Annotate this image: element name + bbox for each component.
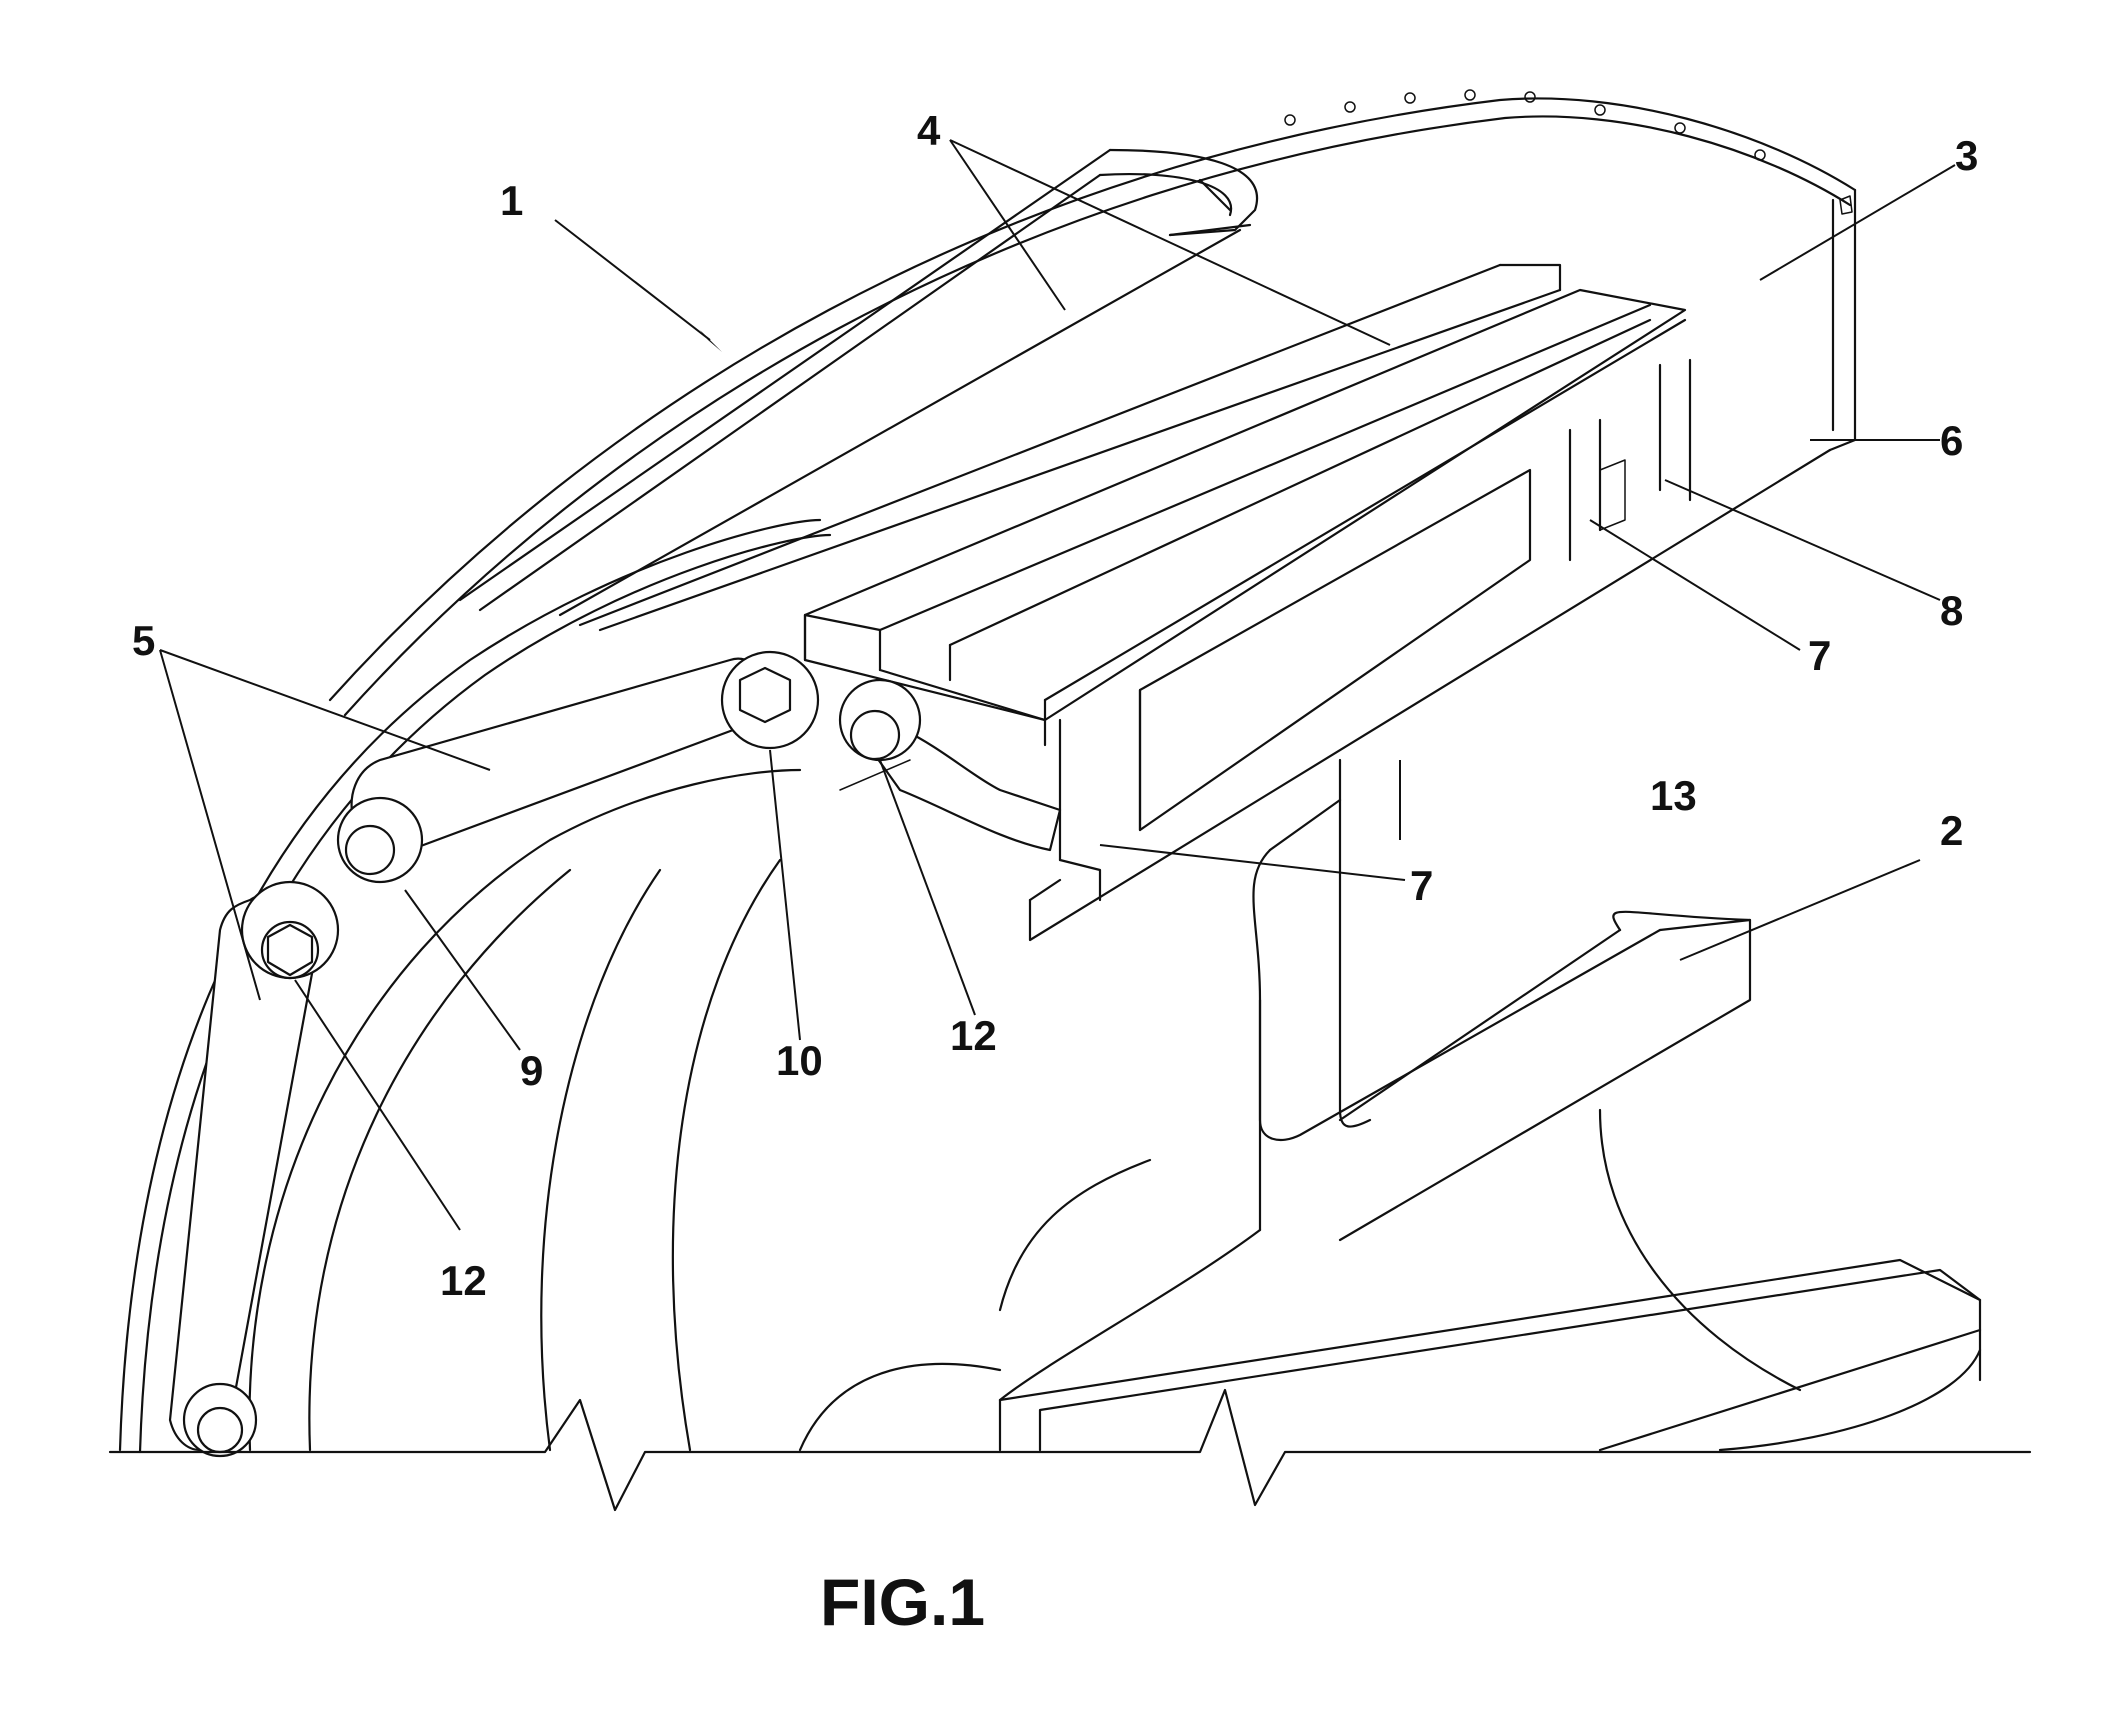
inner-arcs bbox=[249, 770, 800, 1450]
label-7-upper: 7 bbox=[1808, 632, 1831, 679]
label-13: 13 bbox=[1650, 772, 1697, 819]
label-12-left: 12 bbox=[440, 1257, 487, 1304]
label-5: 5 bbox=[132, 617, 155, 664]
label-3: 3 bbox=[1955, 132, 1978, 179]
label-4: 4 bbox=[917, 107, 941, 154]
break-line bbox=[110, 1390, 2030, 1510]
label-12-right: 12 bbox=[950, 1012, 997, 1059]
label-2: 2 bbox=[1940, 807, 1963, 854]
i-beam bbox=[800, 760, 1980, 1450]
label-7-lower: 7 bbox=[1410, 862, 1433, 909]
figure-caption: FIG.1 bbox=[820, 1565, 985, 1639]
label-6: 6 bbox=[1940, 417, 1963, 464]
label-1: 1 bbox=[500, 177, 523, 224]
flange-bolt-holes bbox=[1285, 90, 1765, 160]
label-10: 10 bbox=[776, 1037, 823, 1084]
label-8: 8 bbox=[1940, 587, 1963, 634]
label-9: 9 bbox=[520, 1047, 543, 1094]
link-arms bbox=[170, 659, 1060, 1450]
